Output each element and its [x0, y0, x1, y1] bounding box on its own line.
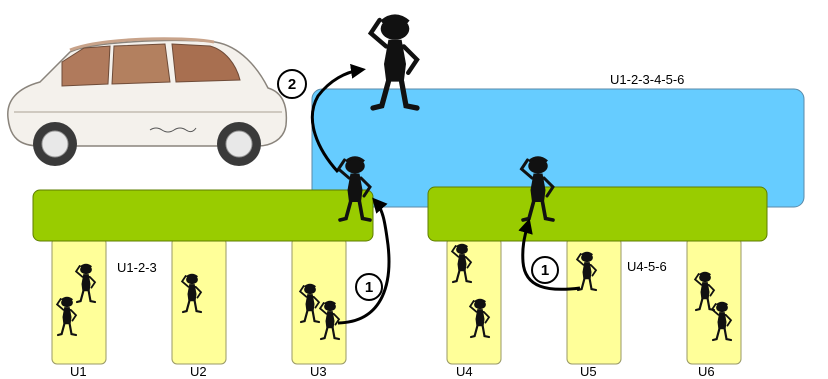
- unit-label-u4: U4: [456, 364, 473, 379]
- top-platform-label: U1-2-3-4-5-6: [610, 72, 684, 87]
- left-group-label: U1-2-3: [117, 260, 157, 275]
- unit-pillars: [52, 238, 741, 364]
- right-group-platform: [428, 187, 767, 241]
- step-badge-top-text: 2: [288, 76, 296, 93]
- step-badge-top: 2: [278, 70, 306, 98]
- step-badge-left-text: 1: [365, 279, 373, 296]
- step-badge-left: 1: [356, 274, 382, 300]
- unit-label-u2: U2: [190, 364, 207, 379]
- unit-label-u6: U6: [698, 364, 715, 379]
- pillar-u6: [687, 238, 741, 364]
- unit-label-u5: U5: [580, 364, 597, 379]
- step-badge-right: 1: [532, 257, 558, 283]
- right-group-label: U4-5-6: [627, 259, 667, 274]
- left-group-platform: [33, 190, 373, 241]
- car-icon: [8, 39, 287, 166]
- pillar-u5: [567, 238, 621, 364]
- unit-label-u1: U1: [70, 364, 87, 379]
- step-badge-right-text: 1: [541, 262, 549, 279]
- pillar-u2: [172, 238, 226, 364]
- unit-label-u3: U3: [310, 364, 327, 379]
